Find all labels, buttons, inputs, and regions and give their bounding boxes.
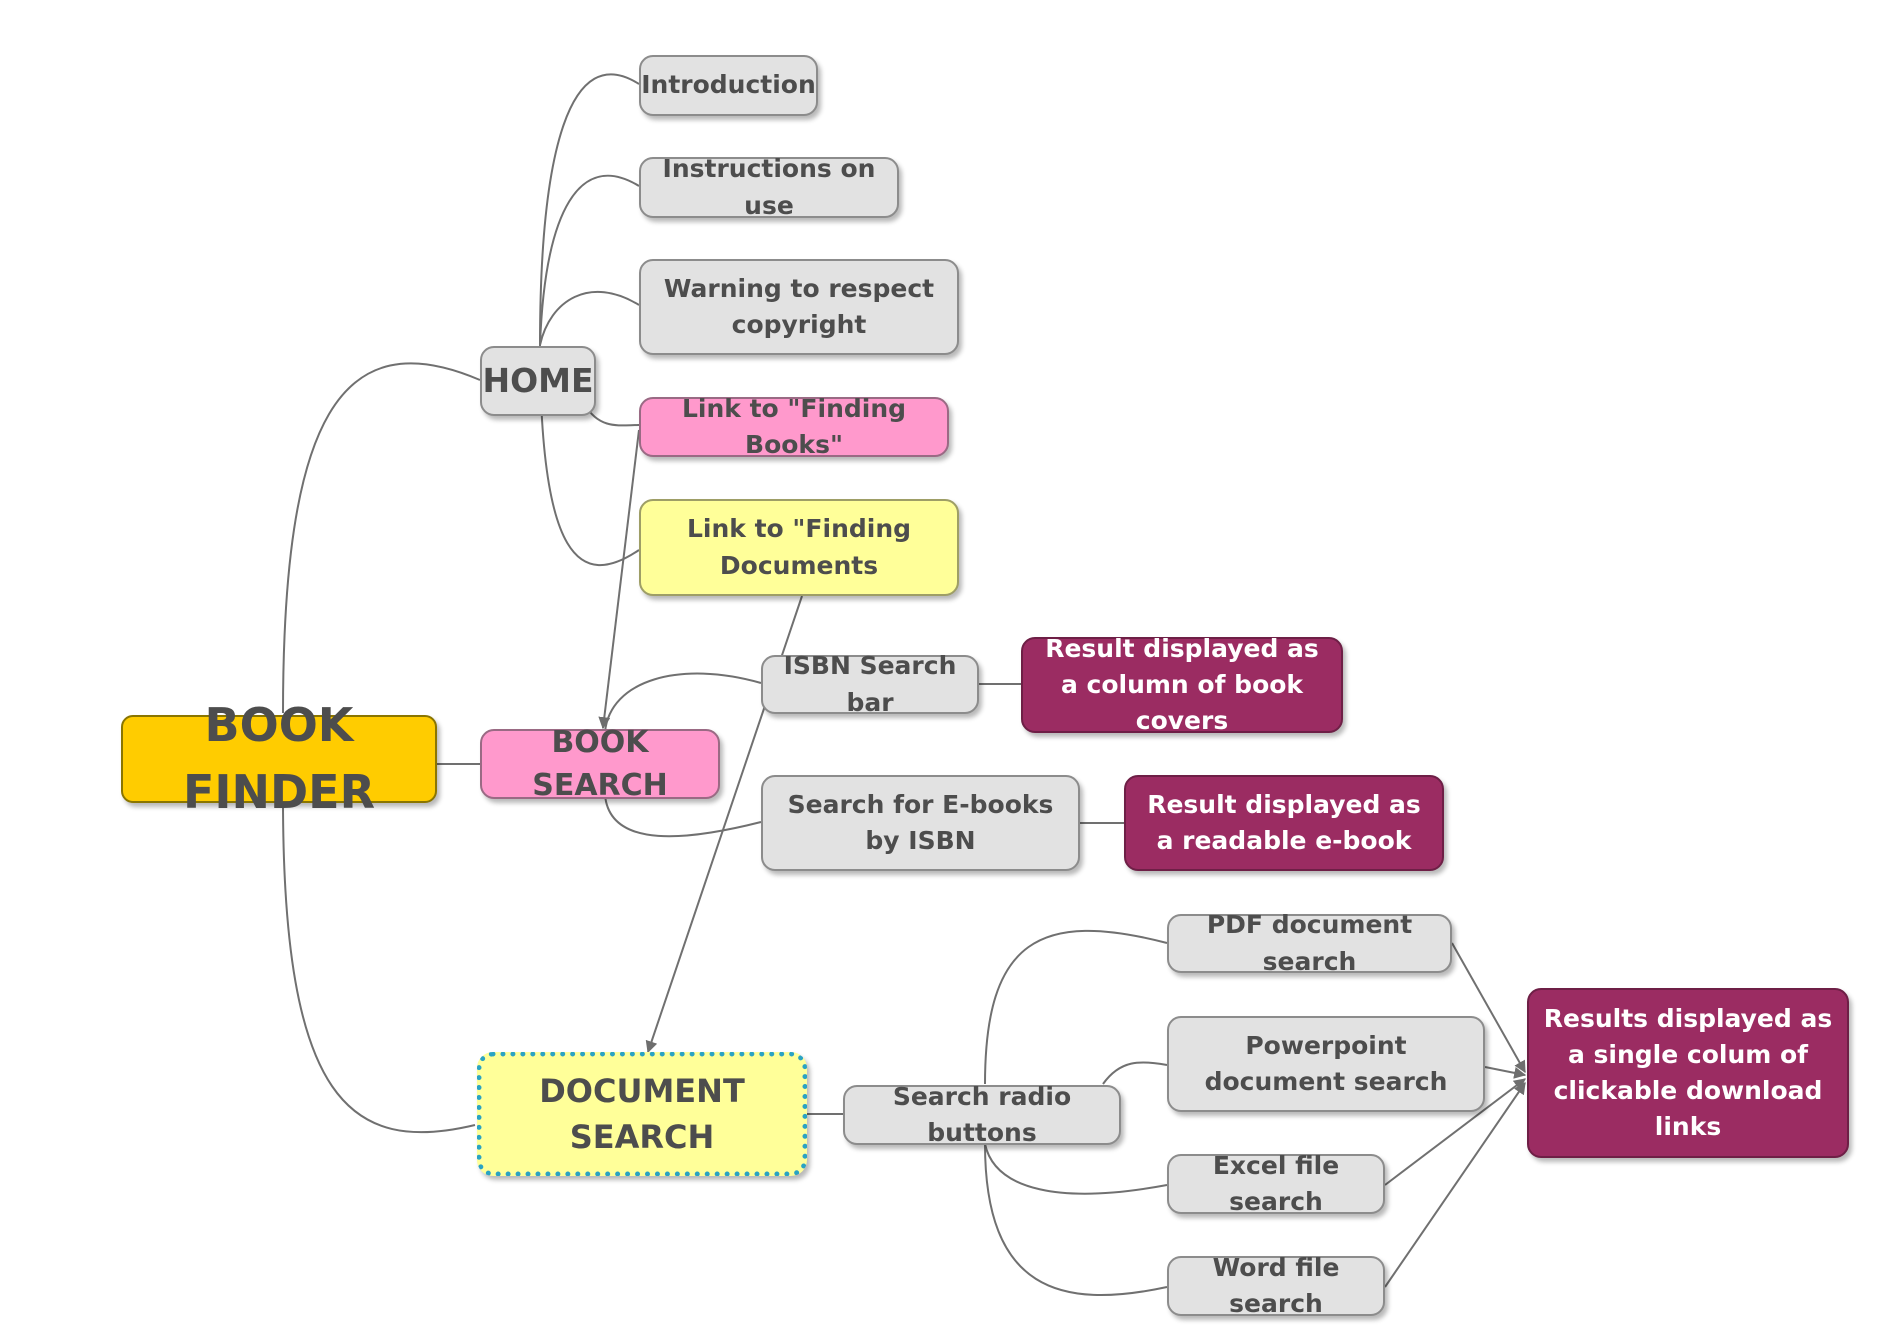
link-powerpoint-result [1484,1066,1527,1079]
node-result-book-covers-label: Result displayed as a column of book cov… [1045,633,1319,736]
link-radio-word [984,1143,1168,1297]
node-result-download-links-label: Results displayed as a single colum of c… [1543,1003,1833,1142]
node-introduction-label: Introduction [641,70,816,100]
node-powerpoint-search[interactable]: Powerpoint document search [1167,1016,1485,1112]
link-home-warning [539,290,640,346]
node-link-finding-documents[interactable]: Link to "Finding Documents [639,499,959,596]
link-book-search-isbn [604,672,762,733]
node-pdf-search-label: PDF document search [1206,910,1413,976]
node-search-radio-buttons-label: Search radio buttons [892,1081,1072,1147]
node-book-search-label: BOOK SEARCH [532,724,668,804]
node-book-search[interactable]: BOOK SEARCH [480,725,720,803]
node-result-download-links[interactable]: Results displayed as a single colum of c… [1527,988,1849,1158]
node-result-readable-ebook-label: Result displayed as a readable e-book [1147,789,1421,855]
node-search-radio-buttons[interactable]: Search radio buttons [843,1082,1121,1147]
node-isbn-search-bar[interactable]: ISBN Search bar [761,651,979,717]
node-pdf-search[interactable]: PDF document search [1167,910,1452,976]
node-isbn-search-bar-label: ISBN Search bar [783,651,957,717]
link-radio-pdf [984,929,1168,1085]
node-instructions-label: Instructions on use [662,154,876,220]
link-pdf-result [1451,942,1526,1074]
node-home-label: HOME [482,361,594,401]
link-home-introduction [539,73,640,346]
node-result-readable-ebook[interactable]: Result displayed as a readable e-book [1124,775,1444,871]
link-home-instructions [539,174,640,346]
link-root-home [282,362,481,714]
node-home[interactable]: HOME [480,346,596,416]
link-root-document-search [282,799,476,1134]
link-home-link-documents [539,344,640,566]
node-document-search[interactable]: DOCUMENT SEARCH [477,1052,807,1176]
node-warning-copyright[interactable]: Warning to respect copyright [639,259,959,355]
link-word-result [1384,1082,1526,1288]
link-radio-excel [984,1143,1168,1195]
link-book-search-ebooks [604,794,762,838]
node-powerpoint-search-label: Powerpoint document search [1204,1030,1448,1096]
node-introduction[interactable]: Introduction [639,55,818,116]
node-link-finding-books-label: Link to "Finding Books" [681,393,907,459]
node-document-search-label: DOCUMENT SEARCH [539,1071,745,1156]
link-books-to-book-search [598,429,640,730]
node-warning-copyright-label: Warning to respect copyright [663,273,935,339]
node-ebooks-search[interactable]: Search for E-books by ISBN [761,775,1080,871]
root-node-label: BOOK FINDER [182,698,376,819]
node-instructions[interactable]: Instructions on use [639,154,899,220]
node-link-finding-books[interactable]: Link to "Finding Books" [639,394,949,459]
node-result-book-covers[interactable]: Result displayed as a column of book cov… [1021,634,1343,735]
root-node-book-finder[interactable]: BOOK FINDER [121,698,437,819]
node-ebooks-search-label: Search for E-books by ISBN [787,789,1054,855]
node-word-search[interactable]: Word file search [1167,1253,1385,1318]
node-word-search-label: Word file search [1212,1252,1340,1318]
link-excel-result [1384,1078,1526,1186]
node-excel-search[interactable]: Excel file search [1167,1151,1385,1216]
node-excel-search-label: Excel file search [1212,1150,1340,1216]
link-radio-powerpoint [1102,1061,1168,1085]
node-link-finding-documents-label: Link to "Finding Documents [686,514,912,580]
